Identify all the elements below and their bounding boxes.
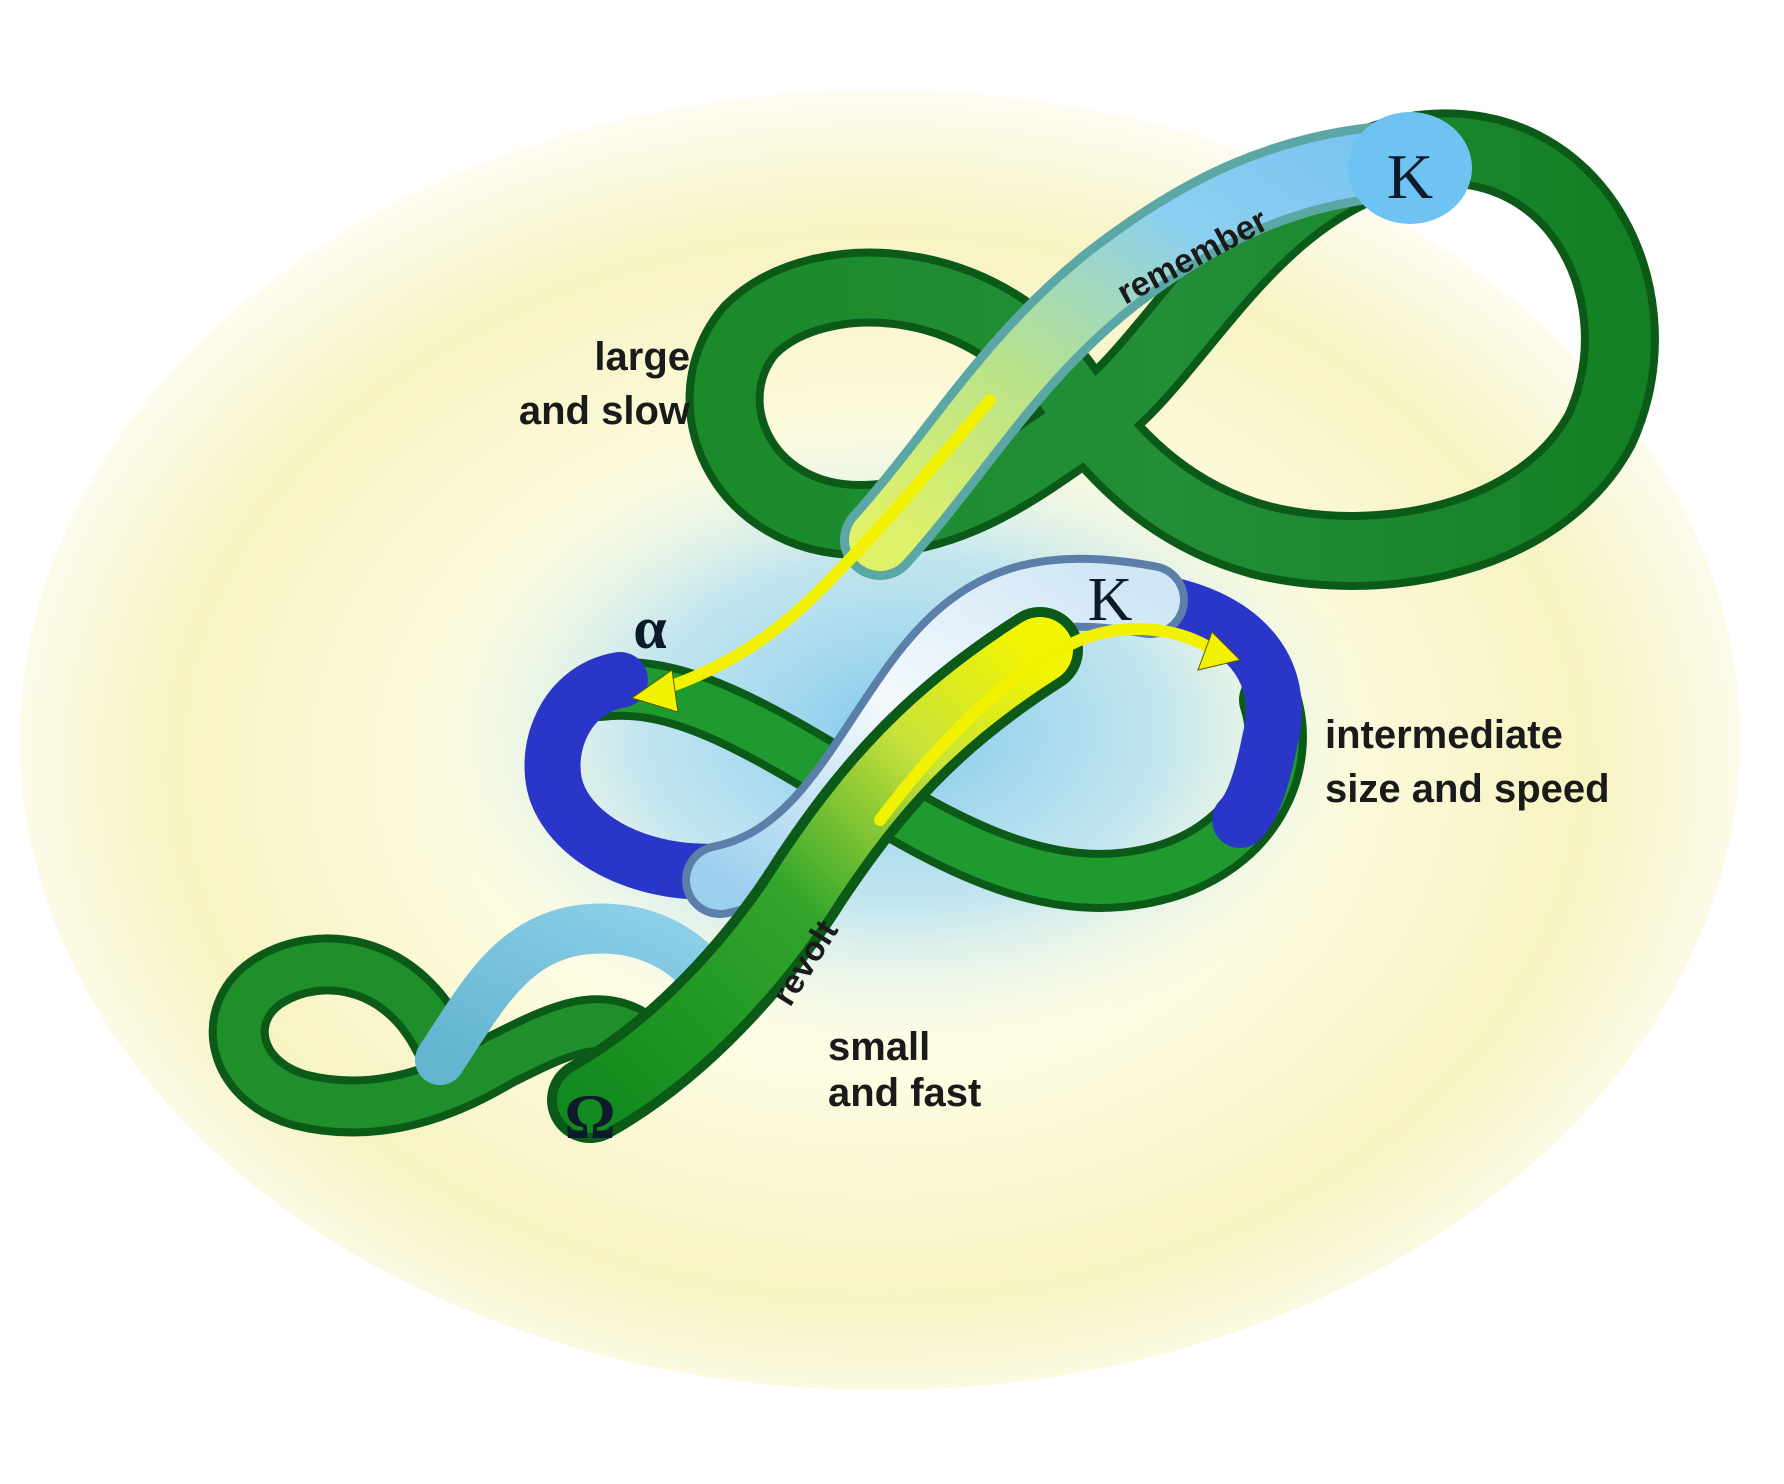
remember-arrow (654, 394, 996, 696)
large-cycle-ribbon (693, 117, 1651, 582)
alpha-symbol: α (633, 595, 667, 661)
revolt-band-face (557, 617, 1073, 1133)
omega-symbol: Ω (564, 1081, 615, 1152)
large-slow-label-line1: large (594, 335, 690, 379)
small-fast-label-line2: and fast (828, 1071, 981, 1115)
small-fast-cycle (208, 607, 1083, 1143)
small-fast-label-line1: small (828, 1025, 930, 1069)
intermediate-blue-right (1112, 572, 1302, 848)
revolt-arrow (874, 623, 1216, 826)
k-upper-symbol: K (1387, 141, 1433, 212)
intermediate-label-line2: size and speed (1325, 767, 1610, 811)
k-upper-highlight (1348, 112, 1472, 224)
revolt-arrow-head (1197, 631, 1241, 671)
small-cycle-green-face (216, 942, 662, 1129)
remember-arrow-head (630, 669, 679, 713)
k-middle-symbol: K (1088, 566, 1133, 634)
yellow-arrows (630, 394, 1241, 826)
intermediate-label-line1: intermediate (1325, 713, 1563, 757)
large-slow-label-line2: and slow (519, 389, 691, 433)
